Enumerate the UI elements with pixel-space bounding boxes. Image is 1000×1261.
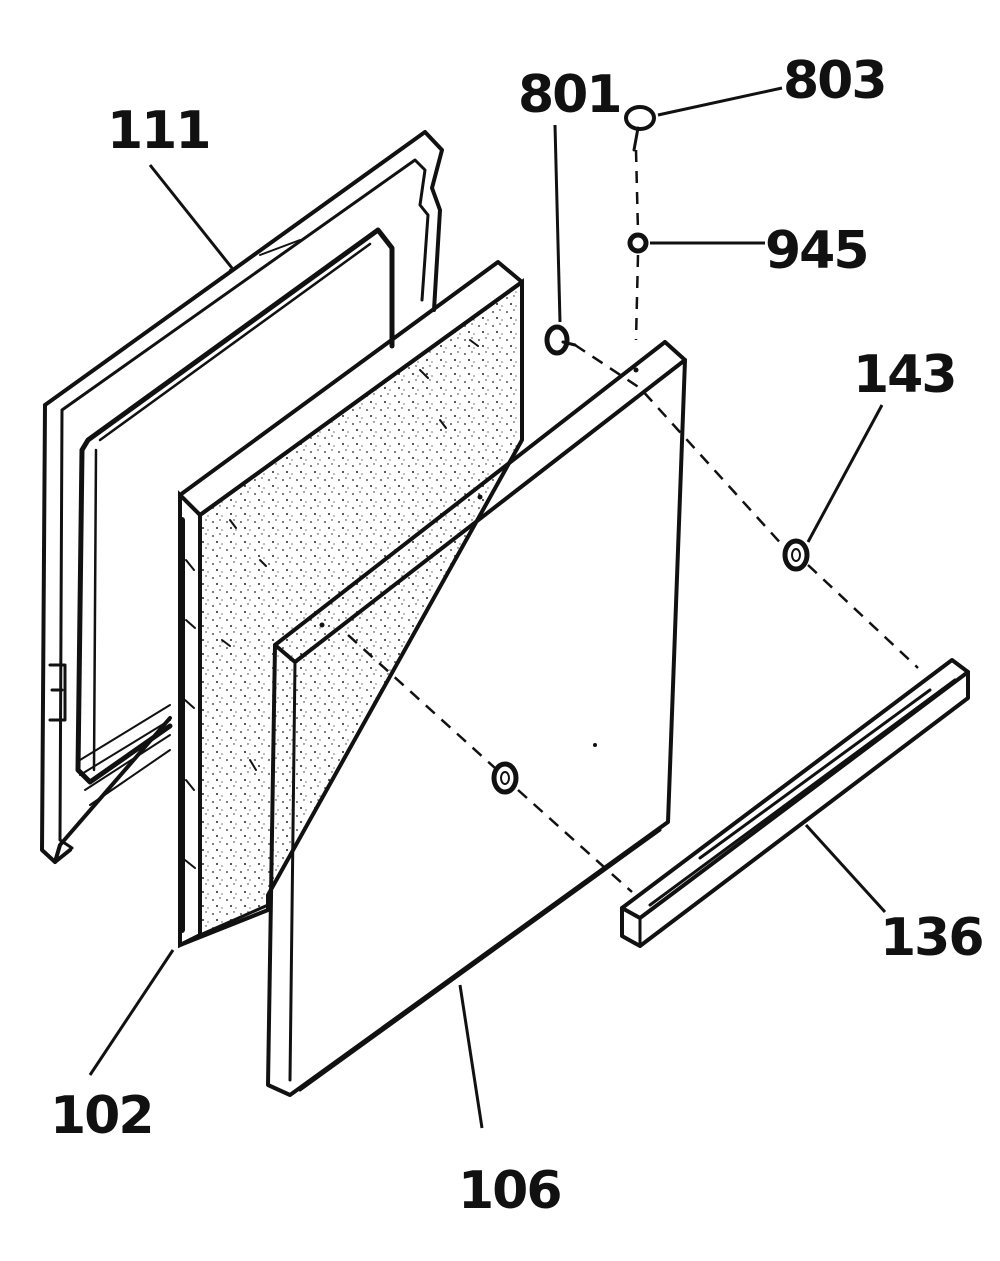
label-803: 803 <box>783 51 886 111</box>
trim-strip-part <box>620 658 970 948</box>
label-945: 945 <box>765 221 868 281</box>
leader-lines <box>88 86 887 1129</box>
spacer-801 <box>544 324 577 356</box>
label-801: 801 <box>518 65 621 125</box>
insulation-block-part <box>178 260 524 949</box>
assembly-lines <box>347 149 919 893</box>
screw-803 <box>624 105 656 152</box>
label-106: 106 <box>458 1161 561 1221</box>
door-frame-part <box>40 130 444 864</box>
label-143: 143 <box>853 345 956 405</box>
inner-panel-part <box>266 340 687 1097</box>
washer-945 <box>627 232 649 254</box>
fastener-center <box>491 761 519 795</box>
washer-143 <box>782 538 810 572</box>
label-111: 111 <box>107 101 210 161</box>
label-102: 102 <box>50 1086 153 1146</box>
label-136: 136 <box>880 908 983 968</box>
